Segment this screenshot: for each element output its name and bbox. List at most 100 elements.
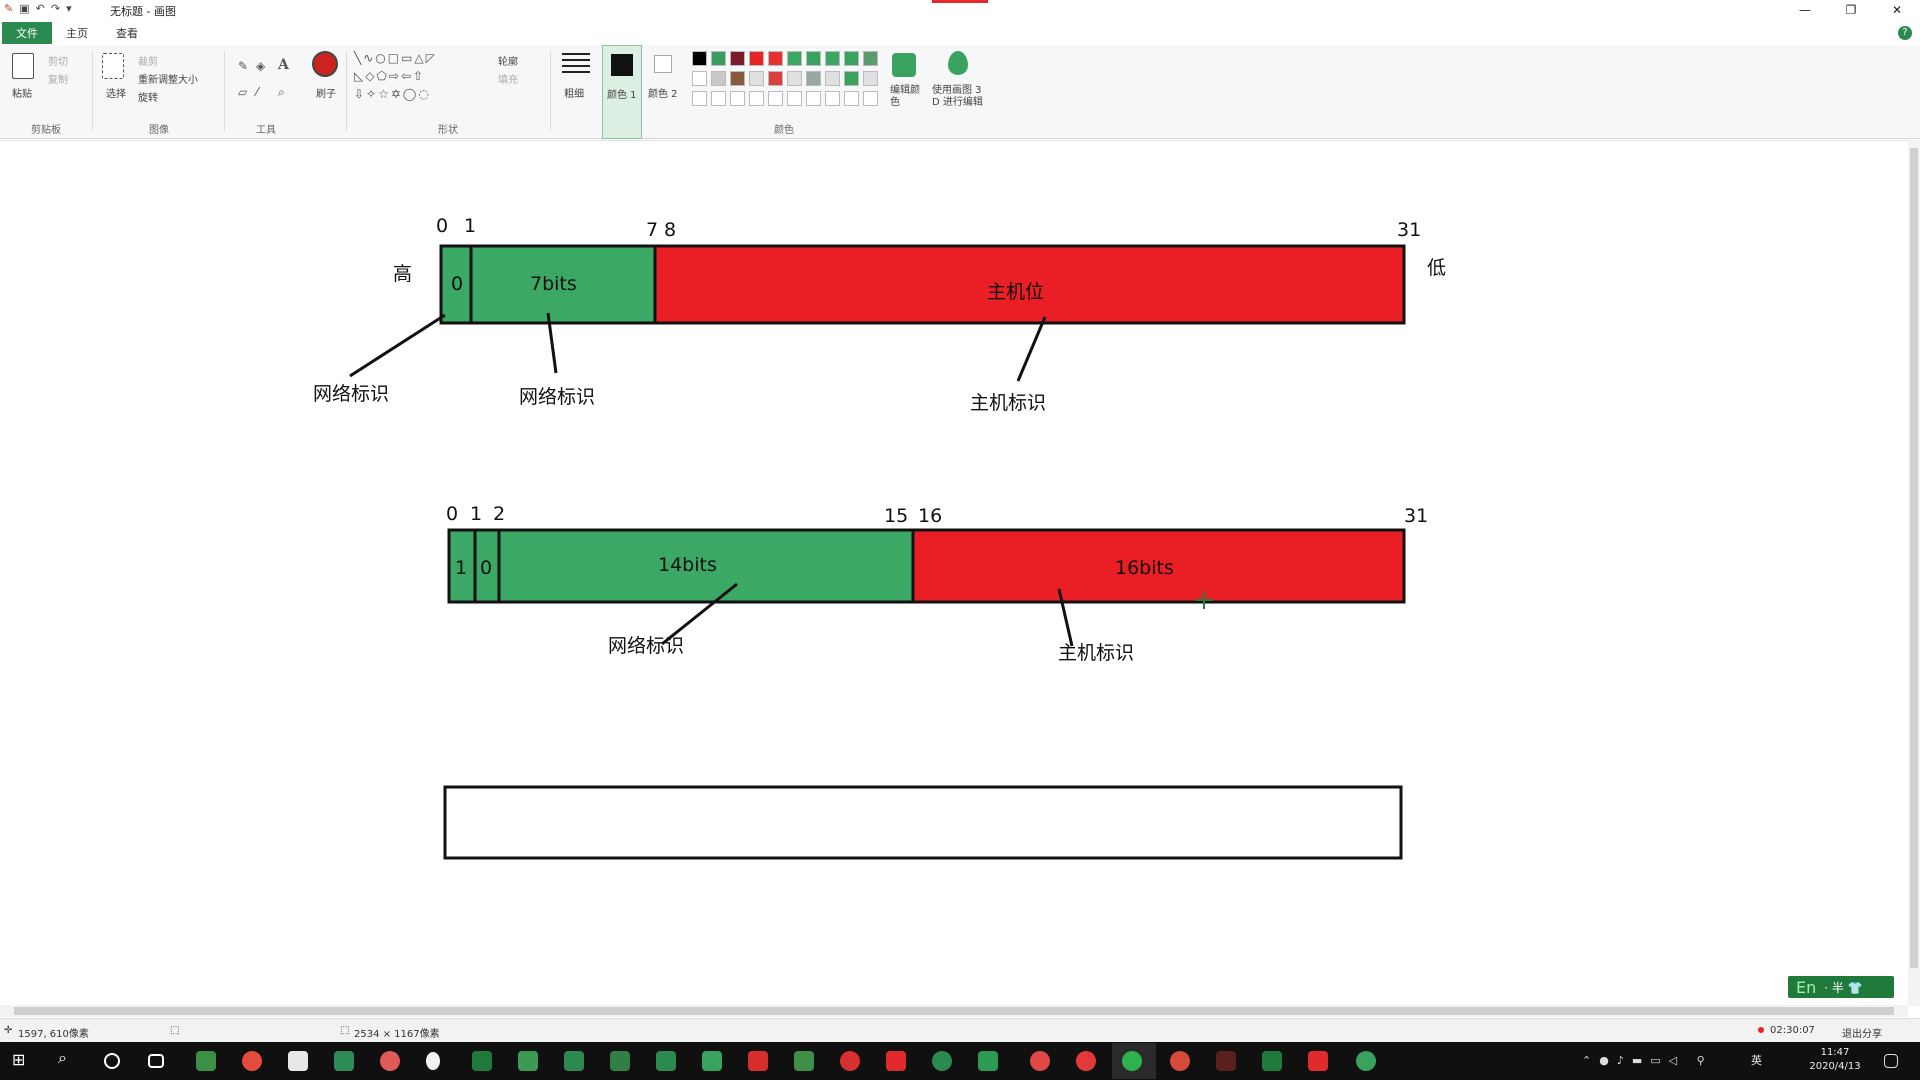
close-button[interactable]: ✕ — [1891, 3, 1903, 17]
paint3d-button[interactable]: 使用画图 3 D 进行编辑 — [932, 85, 983, 108]
goland-icon[interactable] — [564, 1051, 584, 1071]
paste-icon[interactable] — [12, 53, 34, 79]
palette-swatch-empty[interactable] — [806, 91, 821, 106]
edit-colors-button[interactable]: 编辑颜色 — [890, 85, 920, 108]
ime-indicator[interactable]: En · 半 👕 — [1788, 976, 1894, 998]
app-icon-12[interactable] — [1262, 1051, 1282, 1071]
palette-swatch[interactable] — [787, 71, 802, 86]
input-language[interactable]: 英 — [1751, 1054, 1762, 1067]
task-view-icon[interactable] — [148, 1054, 164, 1068]
edit-colors-icon[interactable] — [892, 53, 916, 77]
minimize-button[interactable]: — — [1799, 3, 1811, 17]
paste-button[interactable]: 粘贴 — [12, 89, 32, 100]
palette-swatch[interactable] — [806, 71, 821, 86]
save-icon[interactable]: ▣ — [19, 2, 30, 15]
drawing-canvas[interactable]: 0 1 7 8 31 高 低 0 7bits 主机位 网络标识 网络标识 主机标… — [0, 140, 1908, 1006]
powerpoint-icon[interactable] — [1170, 1051, 1190, 1071]
mail-icon[interactable] — [334, 1051, 354, 1071]
start-icon[interactable]: ⊞ — [12, 1050, 26, 1069]
chrome-icon[interactable] — [242, 1051, 262, 1071]
intellij-icon[interactable] — [518, 1051, 538, 1071]
palette-swatch[interactable] — [692, 71, 707, 86]
palette-swatch[interactable] — [711, 51, 726, 66]
palette-swatch[interactable] — [863, 71, 878, 86]
size-icon[interactable] — [562, 53, 590, 77]
palette-swatch[interactable] — [768, 51, 783, 66]
exit-share-button[interactable]: 退出分享 — [1842, 1029, 1882, 1040]
palette-swatch[interactable] — [863, 51, 878, 66]
fill-button[interactable]: 填充 — [498, 75, 518, 86]
app-icon-4[interactable] — [794, 1051, 814, 1071]
app-icon-3[interactable] — [748, 1051, 768, 1071]
pencil-icon[interactable]: ✎ — [238, 59, 249, 73]
help-icon[interactable]: ? — [1898, 26, 1912, 40]
tab-view[interactable]: 查看 — [116, 27, 138, 40]
datagrip-icon[interactable] — [472, 1051, 492, 1071]
palette-swatch-empty[interactable] — [787, 91, 802, 106]
app-icon-2[interactable] — [426, 1052, 440, 1070]
wechat-icon[interactable] — [1122, 1051, 1142, 1071]
palette-swatch[interactable] — [825, 51, 840, 66]
app-icon-11[interactable] — [1216, 1051, 1236, 1071]
store-icon[interactable] — [288, 1051, 308, 1071]
rotate-button[interactable]: 旋转 — [138, 93, 158, 104]
magnifier-icon[interactable]: ⌕ — [278, 85, 285, 99]
palette-swatch[interactable] — [749, 51, 764, 66]
shapes-row1-icon[interactable]: ╲∿○□▭△◸ — [354, 51, 437, 65]
app-icon-7[interactable] — [932, 1051, 952, 1071]
redo-icon[interactable]: ↷ — [50, 2, 61, 15]
palette-swatch[interactable] — [711, 71, 726, 86]
system-tray-icons[interactable]: ⌃●♪▬▭◁ ⚲ — [1582, 1054, 1713, 1067]
palette-swatch[interactable] — [806, 51, 821, 66]
palette-swatch-empty[interactable] — [711, 91, 726, 106]
palette-swatch-empty[interactable] — [825, 91, 840, 106]
color2-group[interactable]: 颜色 2 — [644, 45, 684, 139]
paint3d-icon[interactable] — [948, 51, 968, 75]
app-icon-1[interactable] — [380, 1051, 400, 1071]
tab-home[interactable]: 主页 — [66, 27, 88, 40]
color1-group[interactable]: 颜色 1 — [602, 45, 642, 139]
app-icon-5[interactable] — [840, 1051, 860, 1071]
app-icon-10[interactable] — [1076, 1051, 1096, 1071]
palette-swatch[interactable] — [730, 51, 745, 66]
app-icon-8[interactable] — [978, 1051, 998, 1071]
phpstorm-icon[interactable] — [656, 1051, 676, 1071]
eraser-icon[interactable]: ▱ — [238, 85, 248, 99]
palette-swatch[interactable] — [730, 71, 745, 86]
clock[interactable]: 11:47 2020/4/13 — [1800, 1046, 1870, 1074]
app-icon-13[interactable] — [1308, 1051, 1328, 1071]
resize-button[interactable]: 重新调整大小 — [138, 75, 198, 86]
palette-swatch[interactable] — [749, 71, 764, 86]
palette-swatch[interactable] — [692, 51, 707, 66]
cortana-icon[interactable] — [104, 1053, 120, 1069]
brush-icon[interactable] — [312, 51, 338, 77]
text-icon[interactable]: A — [278, 57, 289, 73]
palette-swatch-empty[interactable] — [730, 91, 745, 106]
palette-swatch[interactable] — [768, 71, 783, 86]
vertical-scrollbar[interactable] — [1908, 140, 1920, 1006]
search-icon[interactable]: ⌕ — [58, 1048, 67, 1067]
palette-swatch-empty[interactable] — [768, 91, 783, 106]
palette-swatch-empty[interactable] — [749, 91, 764, 106]
copy-button[interactable]: 复制 — [48, 75, 68, 86]
palette-swatch[interactable] — [844, 71, 859, 86]
paint-app-icon[interactable] — [1356, 1051, 1376, 1071]
color-picker-icon[interactable]: ⁄ — [256, 85, 259, 99]
outline-button[interactable]: 轮廓 — [498, 57, 518, 68]
app-icon-6[interactable] — [886, 1051, 906, 1071]
palette-swatch[interactable] — [787, 51, 802, 66]
shapes-row3-icon[interactable]: ⇩✧☆✡◯◌ — [354, 87, 431, 101]
palette-swatch-empty[interactable] — [692, 91, 707, 106]
horizontal-scroll-thumb[interactable] — [14, 1007, 1894, 1015]
cut-button[interactable]: 剪切 — [48, 57, 68, 68]
select-button[interactable]: 选择 — [106, 89, 126, 100]
crop-button[interactable]: 裁剪 — [138, 57, 158, 68]
brush-button[interactable]: 刷子 — [316, 89, 336, 100]
palette-swatch-empty[interactable] — [844, 91, 859, 106]
size-button[interactable]: 粗细 — [564, 89, 584, 100]
select-icon[interactable] — [102, 53, 124, 79]
shapes-row2-icon[interactable]: ◺◇⬠⇨⇦⇧ — [354, 69, 426, 83]
file-explorer-icon[interactable] — [196, 1051, 216, 1071]
vscode-icon[interactable] — [702, 1051, 722, 1071]
fill-icon[interactable]: ◈ — [256, 59, 266, 73]
